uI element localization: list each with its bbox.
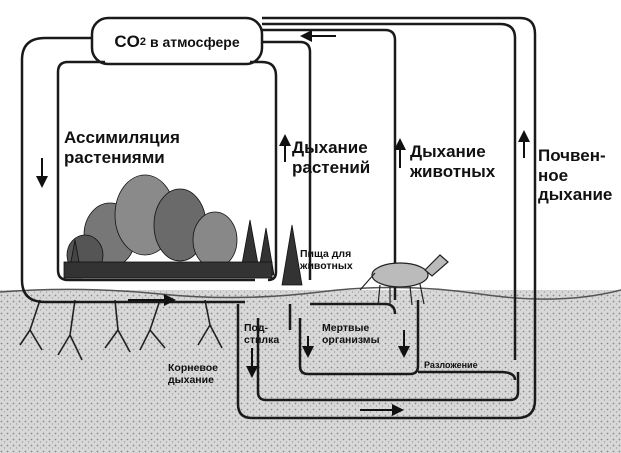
soil-layer	[0, 290, 621, 453]
root-respiration-label: Корневое дыхание	[168, 362, 218, 387]
plant-respiration-label: Дыхание растений	[292, 138, 371, 177]
assimilation-pipe-outer	[20, 36, 245, 304]
dead-organisms-pipe	[298, 300, 420, 376]
assimilation-pipe-inner	[56, 60, 255, 282]
plant-box-right	[250, 60, 278, 282]
dead-organisms-label: Мертвые организмы	[322, 322, 380, 347]
soil-inner-pipe	[256, 318, 520, 402]
soil-respiration-label: Почвен- ное дыхание	[538, 146, 613, 205]
decomposition-pipe	[418, 370, 517, 381]
ground-line	[0, 286, 621, 300]
assimilation-label: Ассимиляция растениями	[64, 128, 180, 167]
soil-respiration-pipe	[236, 16, 537, 420]
animal-respiration-label: Дыхание животных	[410, 142, 496, 181]
animal-respiration-pipe-a	[262, 28, 397, 300]
animal-respiration-pipe-b	[262, 22, 517, 360]
roots	[19, 299, 223, 361]
litter-label: Под- стилка	[244, 322, 280, 347]
co2-suffix: в атмосфере	[149, 34, 240, 50]
co2-formula: CO	[114, 32, 140, 51]
animal-deer	[359, 254, 449, 306]
food-pipe	[288, 302, 397, 330]
food-for-animals-label: Пища для животных	[300, 248, 353, 273]
vegetation	[63, 174, 303, 286]
plant-respiration-pipe	[262, 40, 312, 280]
co2-subscript: 2	[139, 36, 146, 48]
decomposition-label: Разложение	[424, 360, 478, 370]
